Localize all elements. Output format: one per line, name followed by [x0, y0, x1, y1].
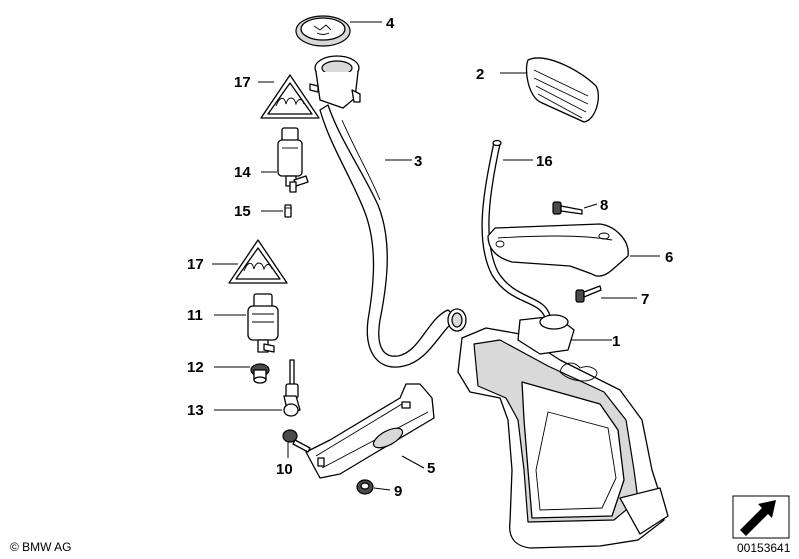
leader-lines — [212, 21, 660, 491]
callout-9: 9 — [394, 483, 402, 500]
direction-arrow-icon — [732, 495, 790, 539]
part-screw-15 — [284, 204, 292, 218]
callout-2: 2 — [476, 66, 484, 83]
callout-15: 15 — [234, 203, 251, 220]
callout-5: 5 — [427, 460, 435, 477]
callout-6: 6 — [665, 249, 673, 266]
callout-8: 8 — [600, 197, 608, 214]
part-bracket — [305, 383, 435, 479]
part-bolt-7 — [575, 285, 602, 303]
callout-1: 1 — [612, 333, 620, 350]
part-pump-14 — [277, 127, 309, 193]
part-warning-label-upper — [260, 74, 320, 119]
callout-3: 3 — [414, 153, 422, 170]
part-pump-11 — [247, 293, 279, 353]
part-foam-pad — [525, 57, 599, 123]
callout-13: 13 — [187, 402, 204, 419]
callout-4: 4 — [386, 15, 395, 32]
copyright-text: © BMW AG — [10, 540, 72, 554]
part-filler-cap — [295, 15, 351, 47]
callout-7: 7 — [641, 291, 649, 308]
part-washer-reservoir — [457, 314, 669, 549]
part-heat-shield — [487, 223, 629, 277]
part-grommet-12 — [250, 363, 270, 384]
callout-12: 12 — [187, 359, 204, 376]
callout-labels: 1 2 3 4 5 6 7 8 9 10 11 12 13 14 15 16 1… — [187, 15, 673, 500]
callout-14: 14 — [234, 164, 251, 181]
callout-16: 16 — [536, 153, 553, 170]
part-level-sensor-13 — [283, 359, 301, 417]
callout-17-upper: 17 — [234, 74, 251, 91]
diagram-number: 00153641 — [737, 541, 791, 555]
callout-10: 10 — [276, 461, 293, 478]
part-warning-label-lower — [228, 239, 288, 284]
callout-11: 11 — [187, 307, 203, 324]
part-bolt-8 — [552, 201, 583, 215]
part-filler-hose — [309, 55, 467, 368]
callout-17-lower: 17 — [187, 256, 204, 273]
part-screw-10 — [282, 429, 311, 453]
part-nut-9 — [356, 479, 374, 495]
